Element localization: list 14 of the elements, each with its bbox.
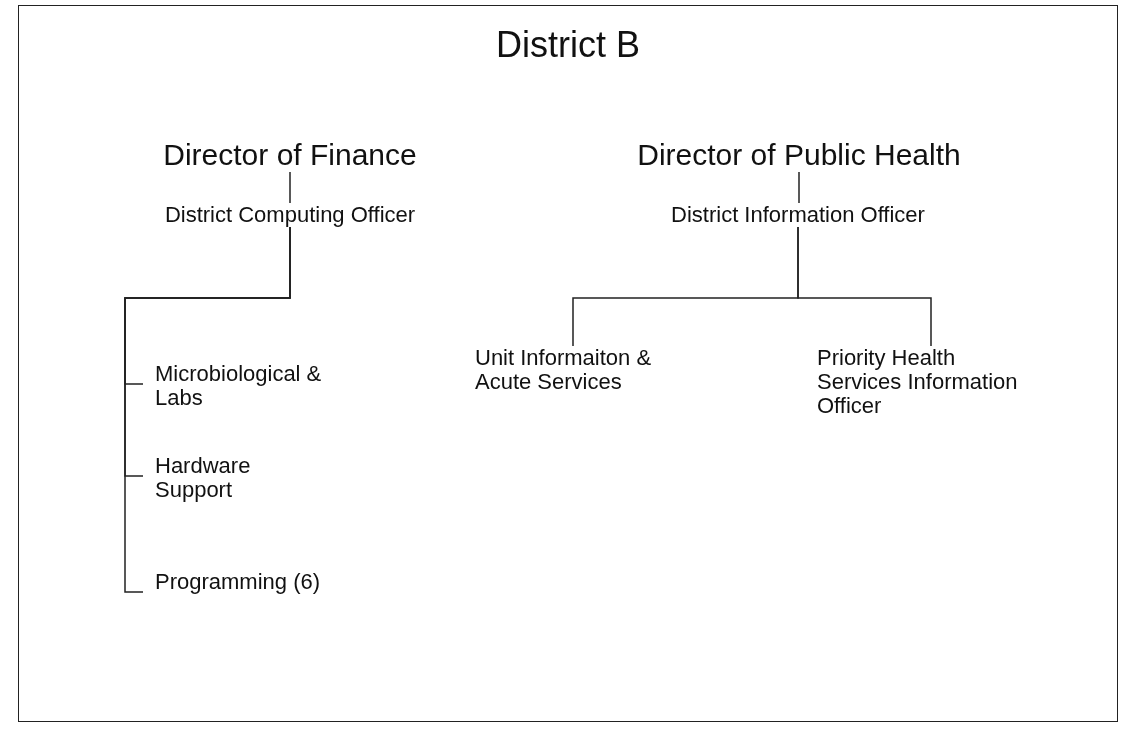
position-title: Director of Finance — [162, 138, 418, 172]
position-title: Director of Public Health — [636, 138, 962, 172]
position-title: Programming (6) — [155, 570, 322, 594]
position-title: District Information Officer — [670, 203, 926, 227]
connector-line — [289, 171, 291, 204]
connector-line — [124, 226, 291, 593]
position-title: Microbiological & Labs — [155, 362, 323, 410]
position-title: Priority Health Services Information Officer — [817, 346, 1019, 418]
connector-line — [797, 226, 932, 347]
diagram-title: District B — [495, 24, 641, 66]
position-title: District Computing Officer — [163, 203, 417, 227]
position-title: Hardware Support — [155, 454, 252, 502]
position-title: Unit Informaiton & Acute Services — [475, 346, 653, 394]
connector-line — [798, 171, 800, 204]
